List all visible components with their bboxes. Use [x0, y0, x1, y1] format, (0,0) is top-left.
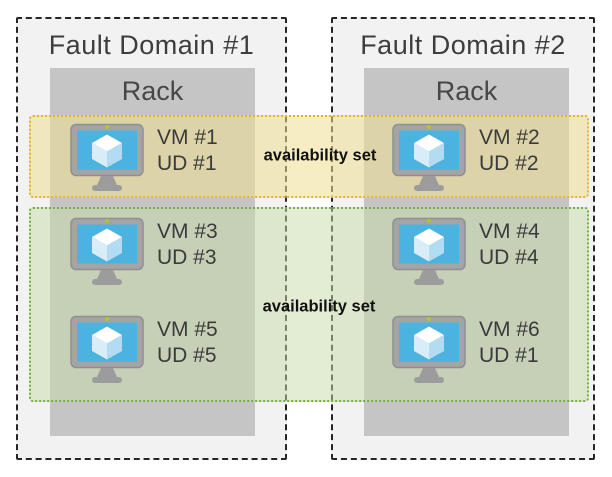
- rack-1-label: Rack: [121, 76, 184, 106]
- vm-label: VM #3 UD #3: [157, 219, 218, 271]
- vm-number-label: VM #5: [157, 318, 218, 341]
- azure-vm-icon: [392, 314, 466, 386]
- availability-set-1-label: availability set: [263, 146, 377, 165]
- vm-number-label: VM #3: [157, 220, 218, 243]
- update-domain-label: UD #3: [157, 246, 217, 269]
- vm-number-label: VM #4: [479, 220, 540, 243]
- fault-domain-2-title: Fault Domain #2: [360, 30, 566, 60]
- rack-2-label: Rack: [435, 76, 498, 106]
- vm-label: VM #5 UD #5: [157, 317, 218, 369]
- update-domain-label: UD #1: [157, 152, 217, 175]
- azure-vm-icon: [392, 216, 466, 288]
- vm-number-label: VM #6: [479, 318, 540, 341]
- availability-set-2-label: availability set: [262, 297, 376, 316]
- vm-row-5: VM #5 UD #5: [70, 314, 218, 386]
- vm-row-2: VM #2 UD #2: [392, 122, 540, 194]
- vm-number-label: VM #1: [157, 126, 218, 149]
- vm-label: VM #2 UD #2: [479, 125, 540, 177]
- vm-row-3: VM #3 UD #3: [70, 216, 218, 288]
- update-domain-label: UD #1: [479, 344, 539, 367]
- vm-row-4: VM #4 UD #4: [392, 216, 540, 288]
- azure-vm-icon: [70, 314, 144, 386]
- azure-vm-icon: [392, 122, 466, 194]
- update-domain-label: UD #4: [479, 246, 539, 269]
- azure-vm-icon: [70, 122, 144, 194]
- vm-row-6: VM #6 UD #1: [392, 314, 540, 386]
- azure-vm-icon: [70, 216, 144, 288]
- update-domain-label: UD #2: [479, 152, 539, 175]
- vm-label: VM #4 UD #4: [479, 219, 540, 271]
- fault-domain-1-title: Fault Domain #1: [48, 30, 255, 60]
- vm-number-label: VM #2: [479, 126, 540, 149]
- vm-row-1: VM #1 UD #1: [70, 122, 218, 194]
- vm-label: VM #1 UD #1: [157, 125, 218, 177]
- update-domain-label: UD #5: [157, 344, 217, 367]
- vm-label: VM #6 UD #1: [479, 317, 540, 369]
